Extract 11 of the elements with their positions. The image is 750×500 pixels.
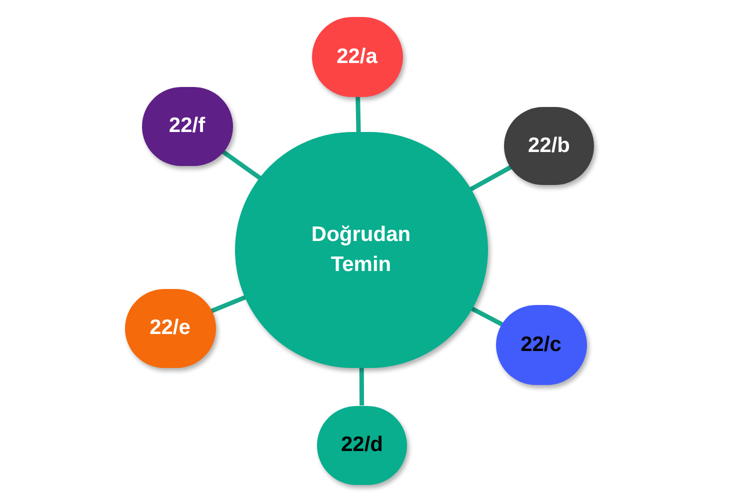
node-label: 22/b: [528, 133, 570, 160]
connector-line: [359, 368, 364, 406]
connector-line: [468, 165, 512, 192]
node-label: 22/d: [340, 432, 384, 458]
node-label: 22/f: [168, 113, 206, 140]
connector-line: [220, 149, 262, 180]
connector-line: [356, 96, 361, 132]
node-label: 22/c: [520, 332, 562, 358]
node-label: 22/e: [150, 315, 190, 342]
node-label: Doğrudan Temin: [310, 222, 412, 278]
node-label: 22/a: [336, 44, 378, 70]
